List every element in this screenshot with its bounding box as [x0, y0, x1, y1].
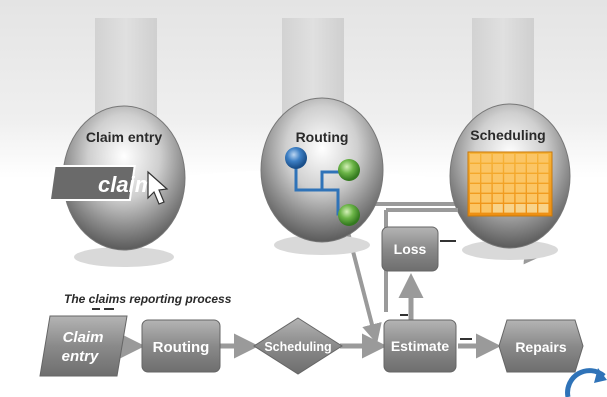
- calendar-icon: [467, 151, 553, 217]
- calendar-cell: [527, 184, 537, 193]
- calendar-cell: [527, 174, 537, 183]
- green-node-icon: [338, 159, 360, 181]
- calendar-cell: [515, 184, 526, 193]
- calendar-cell: [492, 174, 503, 183]
- calendar-cell: [481, 154, 492, 163]
- caption-mark: [92, 308, 100, 310]
- calendar-cell: [481, 174, 492, 183]
- calendar-cell: [504, 154, 515, 163]
- calendar-cell: [504, 164, 515, 173]
- claim-icon-text: claim: [98, 172, 154, 197]
- process-node-repairs: Repairs: [498, 319, 584, 373]
- calendar-cell: [504, 184, 515, 193]
- sphere-shadow: [462, 240, 558, 260]
- sphere: [260, 97, 384, 243]
- calendar-cell: [527, 204, 537, 213]
- sphere-shadow: [74, 247, 174, 267]
- calendar-cell: [481, 194, 492, 203]
- node-label-claim-line1: Claim: [63, 329, 104, 346]
- process-node-loss: Loss: [381, 226, 439, 272]
- node-label-claim-line2: entry: [62, 348, 99, 365]
- calendar-cell: [504, 194, 515, 203]
- node-label-repairs: Repairs: [515, 339, 567, 355]
- calendar-cell: [538, 154, 549, 163]
- claim-icon: claim: [48, 165, 169, 205]
- calendar-cell: [492, 184, 503, 193]
- calendar-cell: [470, 154, 480, 163]
- calendar-cell: [515, 204, 526, 213]
- calendar-cell: [504, 174, 515, 183]
- calendar-cell: [504, 204, 515, 213]
- calendar-cell: [481, 184, 492, 193]
- loop-arrow-icon: [565, 368, 607, 397]
- calendar-cell: [538, 204, 549, 213]
- process-caption: The claims reporting process: [64, 292, 232, 306]
- calendar-cell: [492, 164, 503, 173]
- tick-marks: [400, 240, 472, 340]
- routing-network-icon: [285, 147, 360, 226]
- node-label-scheduling: Scheduling: [264, 340, 331, 354]
- cursor-icon: [147, 170, 169, 205]
- node-label-routing: Routing: [153, 339, 210, 356]
- calendar-cell: [481, 204, 492, 213]
- calendar-cell: [492, 154, 503, 163]
- station-scheduling: Scheduling: [449, 103, 571, 260]
- blue-node-icon: [285, 147, 307, 169]
- calendar-cell: [470, 194, 480, 203]
- calendar-cell: [515, 164, 526, 173]
- calendar-cell: [515, 174, 526, 183]
- calendar-cell: [470, 184, 480, 193]
- process-node-claim-entry: Claim entry: [39, 315, 128, 377]
- calendar-cell: [481, 164, 492, 173]
- process-node-routing: Routing: [141, 319, 221, 373]
- process-node-scheduling: Scheduling: [253, 317, 343, 375]
- calendar-cell: [470, 204, 480, 213]
- station-claim-entry: Claim entry claim: [48, 105, 186, 267]
- station-title-scheduling: Scheduling: [470, 127, 545, 143]
- calendar-cell: [527, 194, 537, 203]
- station-routing: Routing: [260, 97, 384, 255]
- node-label-estimate: Estimate: [391, 338, 450, 354]
- calendar-cell: [538, 164, 549, 173]
- sphere-shadow: [274, 235, 370, 255]
- calendar-cell: [538, 194, 549, 203]
- caption-mark: [104, 308, 114, 310]
- calendar-cell: [527, 154, 537, 163]
- station-title-claim-entry: Claim entry: [86, 129, 162, 145]
- calendar-cell: [492, 204, 503, 213]
- calendar-cell: [470, 164, 480, 173]
- process-node-estimate: Estimate: [383, 319, 457, 373]
- calendar-cell: [515, 194, 526, 203]
- calendar-cell: [527, 164, 537, 173]
- calendar-cell: [470, 174, 480, 183]
- node-label-loss: Loss: [394, 241, 427, 257]
- station-title-routing: Routing: [296, 129, 349, 145]
- calendar-cell: [538, 184, 549, 193]
- calendar-cell: [515, 154, 526, 163]
- calendar-cell: [492, 194, 503, 203]
- calendar-cell: [538, 174, 549, 183]
- green-node-icon: [338, 204, 360, 226]
